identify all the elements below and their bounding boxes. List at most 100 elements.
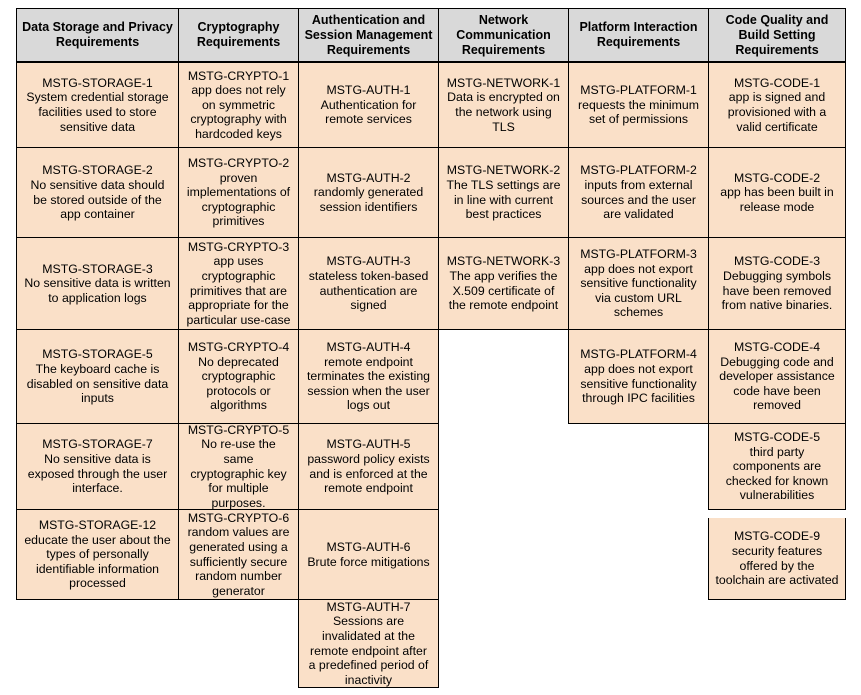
column-header: Cryptography Requirements [178,8,299,62]
requirement-description: randomly generated session identifiers [313,185,424,214]
requirement-description: random values are generated using a suff… [187,525,290,598]
requirement-description: password policy exists and is enforced a… [307,451,430,496]
requirement-id: MSTG-PLATFORM-4 [580,347,697,362]
requirement-description: educate the user about the types of pers… [24,532,171,591]
requirement-id: MSTG-PLATFORM-2 [580,163,697,178]
requirement-id: MSTG-STORAGE-2 [42,163,153,178]
requirement-id: MSTG-STORAGE-7 [42,437,153,452]
requirement-description: Brute force mitigations [307,554,430,569]
requirement-id: MSTG-STORAGE-5 [42,347,153,362]
requirement-id: MSTG-CODE-4 [733,340,821,355]
requirement-id: MSTG-CRYPTO-4 [187,340,290,355]
requirement-description: The TLS settings are in line with curren… [446,177,561,222]
requirement-description: Sessions are invalidated at the remote e… [308,614,429,687]
requirement-id: MSTG-STORAGE-12 [38,518,157,533]
requirement-description: Debugging code and developer assistance … [719,354,835,413]
column-header: Data Storage and Privacy Requirements [16,8,179,62]
requirement-id: MSTG-AUTH-5 [326,437,411,452]
requirement-id: MSTG-NETWORK-3 [446,254,561,269]
requirement-id: MSTG-CRYPTO-5 [187,422,290,437]
requirement-description: Data is encrypted on the network using T… [447,90,560,134]
requirement-id: MSTG-NETWORK-1 [446,75,561,90]
requirement-id: MSTG-PLATFORM-3 [580,247,697,262]
matrix-spacer [708,510,846,518]
requirement-id: MSTG-NETWORK-2 [446,163,561,178]
requirement-description: app does not export sensitive functional… [580,361,697,406]
requirement-description: No sensitive data is exposed through the… [27,451,168,496]
requirement-id: MSTG-AUTH-1 [326,83,411,98]
requirement-id: MSTG-STORAGE-3 [42,261,153,276]
requirement-id: MSTG-CODE-9 [733,529,821,544]
column-header: Authentication and Session Management Re… [298,8,439,62]
requirement-id: MSTG-CODE-2 [733,170,821,185]
matrix-column: Code Quality and Build Setting Requireme… [708,8,846,600]
matrix-column: Authentication and Session Management Re… [298,8,439,688]
requirement-id: MSTG-PLATFORM-1 [580,83,697,98]
requirement-id: MSTG-CODE-1 [733,75,821,90]
requirement-id: MSTG-AUTH-3 [326,254,411,269]
requirement-description: stateless token-based authentication are… [308,268,429,313]
requirement-id: MSTG-CRYPTO-6 [187,510,290,525]
requirement-description: app is signed and provisioned with a val… [727,90,827,134]
requirement-id: MSTG-CODE-3 [733,254,821,269]
requirement-id: MSTG-CRYPTO-2 [187,156,290,171]
requirement-description: No deprecated cryptographic protocols or… [198,354,279,413]
requirement-description: Authentication for remote services [320,97,417,127]
requirement-description: inputs from external sources and the use… [581,177,696,222]
requirement-description: The app verifies the X.509 certificate o… [448,268,559,313]
requirement-id: MSTG-AUTH-4 [326,340,411,355]
requirement-description: No sensitive data is written to applicat… [24,276,171,305]
requirement-id: MSTG-CODE-5 [733,430,821,445]
requirement-description: No re-use the same cryptographic key for… [190,437,287,510]
requirement-description: app uses cryptographic primitives that a… [186,254,291,327]
requirement-description: security features offered by the toolcha… [715,543,839,588]
requirement-description: remote endpoint terminates the existing … [306,354,431,413]
requirement-description: proven implementations of cryptographic … [186,170,291,229]
requirement-id: MSTG-AUTH-6 [326,539,411,554]
column-header: Network Communication Requirements [438,8,569,62]
column-header: Platform Interaction Requirements [568,8,709,62]
requirement-id: MSTG-AUTH-7 [326,599,411,614]
requirement-description: The keyboard cache is disabled on sensit… [26,361,169,406]
requirement-description: third party components are checked for k… [725,444,829,503]
requirement-description: app does not export sensitive functional… [580,261,697,320]
requirement-description: Debugging symbols have been removed from… [721,268,833,313]
requirement-description: requests the minimum set of permissions [578,97,699,127]
